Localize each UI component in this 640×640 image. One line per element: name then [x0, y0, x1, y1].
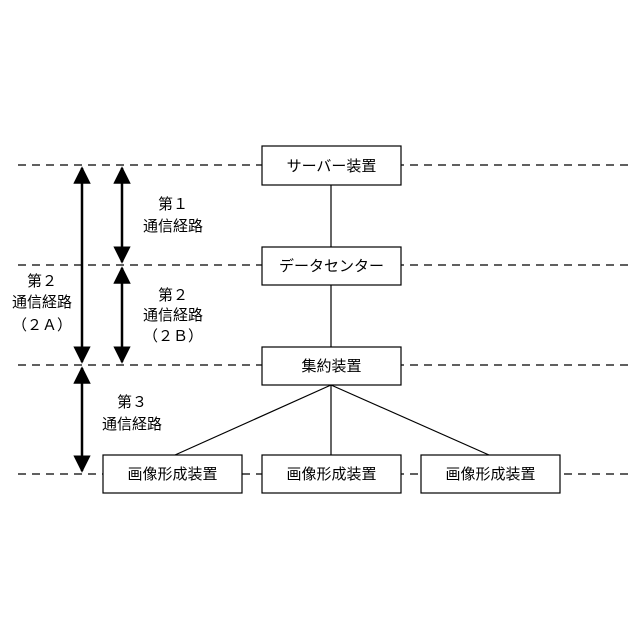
second-path-2b-label: 第２ 通信経路 （２Ｂ）	[143, 286, 203, 345]
image-forming-node-3: 画像形成装置	[421, 455, 560, 493]
first-path-label-line-1: 第１	[158, 195, 188, 213]
aggregator-node: 集約装置	[262, 347, 401, 385]
second-path-2a-label-line-1: 第２	[27, 272, 57, 290]
image-forming-node-3-label: 画像形成装置	[445, 465, 535, 483]
third-path-label: 第３ 通信経路	[102, 393, 162, 433]
second-path-2a-label: 第２ 通信経路 （２Ａ）	[12, 272, 72, 334]
first-path-label-line-2: 通信経路	[143, 217, 203, 235]
image-forming-node-2: 画像形成装置	[262, 455, 401, 493]
third-path-label-line-2: 通信経路	[102, 415, 162, 433]
first-path-label: 第１ 通信経路	[143, 195, 203, 235]
second-path-2a-label-line-2: 通信経路	[12, 293, 72, 311]
connector-aggregator-device-3	[331, 385, 489, 455]
image-forming-node-1: 画像形成装置	[103, 455, 242, 493]
second-path-2b-label-line-1: 第２	[158, 286, 188, 304]
second-path-2a-label-line-3: （２Ａ）	[12, 316, 72, 334]
connector-aggregator-device-1	[175, 385, 331, 455]
server-node: サーバー装置	[262, 146, 401, 185]
datacenter-node: データセンター	[262, 247, 401, 285]
image-forming-node-2-label: 画像形成装置	[286, 465, 376, 483]
datacenter-node-label: データセンター	[279, 257, 384, 275]
third-path-label-line-1: 第３	[117, 393, 147, 411]
image-forming-node-1-label: 画像形成装置	[127, 465, 217, 483]
server-node-label: サーバー装置	[287, 157, 377, 175]
second-path-2b-label-line-3: （２Ｂ）	[143, 327, 203, 345]
second-path-2b-label-line-2: 通信経路	[143, 306, 203, 324]
aggregator-node-label: 集約装置	[301, 357, 361, 375]
